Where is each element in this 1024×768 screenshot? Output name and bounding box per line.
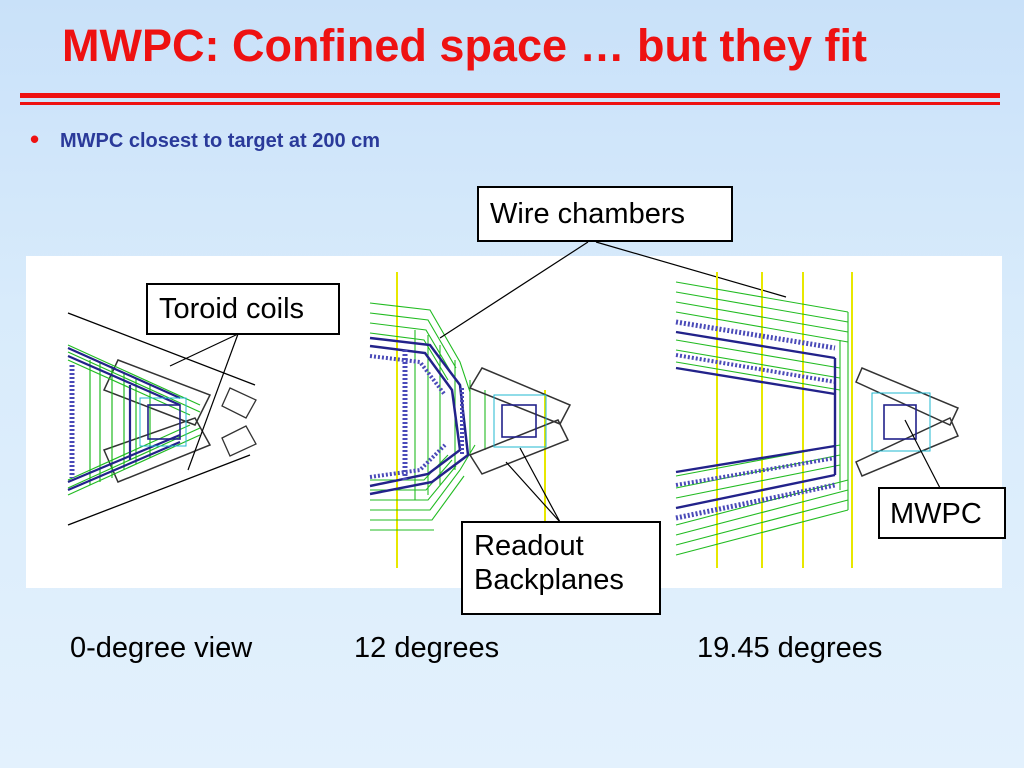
mwpc-box-1945 [883, 404, 917, 440]
mwpc-box-12 [501, 404, 537, 438]
bullet-icon: • [30, 124, 40, 154]
bullet-text: MWPC closest to target at 200 cm [60, 130, 381, 152]
toroid-coil-lower [102, 417, 212, 483]
caption-12-degrees: 12 degrees [354, 632, 500, 664]
readout-line2: Backplanes [474, 564, 624, 596]
caption-0-degree: 0-degree view [70, 632, 253, 664]
toroid-coils-label: Toroid coils [146, 283, 340, 335]
view-0-degree [67, 312, 257, 526]
view-12-degrees [369, 241, 787, 568]
mwpc-label: MWPC [878, 487, 1006, 539]
mwpc-box-0 [147, 404, 181, 440]
title-rule-thin [20, 102, 1000, 105]
readout-line1: Readout [474, 530, 584, 562]
readout-backplanes-label: Readout Backplanes [461, 521, 661, 615]
caption-19-45-degrees: 19.45 degrees [697, 632, 883, 664]
view-19-45-degrees [675, 272, 960, 568]
toroid-coil-upper [102, 359, 212, 426]
slide-title: MWPC: Confined space … but they fit [62, 20, 867, 71]
wire-chambers-label: Wire chambers [477, 186, 733, 242]
title-rule-thick [20, 93, 1000, 98]
